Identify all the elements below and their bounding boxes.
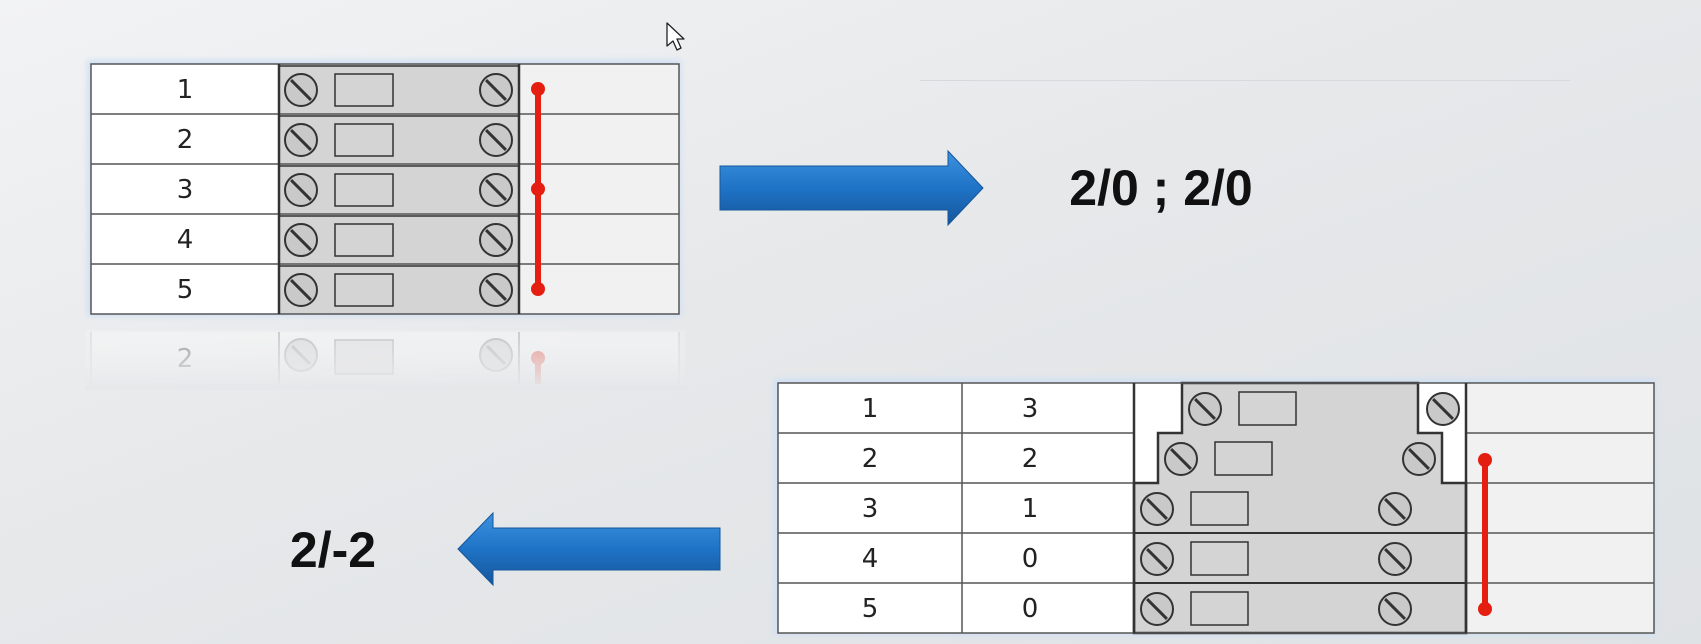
top-terminal-block [334, 273, 394, 307]
top-row-label: 4 [177, 225, 194, 255]
screw-left-icon-slot [1146, 498, 1168, 520]
bottom-bridge-node-5 [1478, 602, 1492, 616]
screw-right-icon [1402, 442, 1436, 476]
bottom-row-index: 4 [862, 544, 879, 574]
top-result-label: 2/0 ; 2/0 [1069, 160, 1252, 216]
bottom-row-offset: 3 [1022, 394, 1039, 424]
bottom-terminal-block [1214, 441, 1273, 476]
screw-right-icon-slot [1384, 548, 1406, 570]
screw-right-icon [1378, 592, 1412, 626]
top-bridge-node-5 [531, 282, 545, 296]
screw-right-icon [479, 173, 513, 207]
bottom-table-border [777, 382, 1655, 634]
reflection-fade [85, 330, 685, 390]
screw-right-icon-slot [485, 229, 507, 251]
top-bridge-node-3 [531, 182, 545, 196]
bottom-row-offset: 0 [1022, 594, 1039, 624]
top-terminal-table: 1 2 3 4 5 [87, 60, 681, 316]
screw-right-icon [479, 73, 513, 107]
screw-right-icon-slot [1408, 448, 1430, 470]
mouse-cursor-icon [666, 22, 685, 51]
screw-right-icon-slot [1384, 598, 1406, 620]
screw-right-icon-slot [485, 179, 507, 201]
top-row-label: 2 [177, 125, 194, 155]
screw-left-icon [1140, 542, 1174, 576]
screw-left-icon [1140, 592, 1174, 626]
top-bridge [531, 82, 545, 296]
screw-left-icon-slot [290, 279, 312, 301]
screw-right-icon [1378, 542, 1412, 576]
top-label-column [91, 64, 279, 314]
bottom-offset-column [962, 383, 1134, 633]
screw-right-icon-slot [1432, 398, 1454, 420]
bottom-row-index: 1 [862, 394, 879, 424]
screw-left-icon [1164, 442, 1198, 476]
screw-left-icon [284, 223, 318, 257]
top-row-label: 3 [177, 175, 194, 205]
bottom-terminal-table: 1 3 2 2 3 1 4 0 5 0 [774, 379, 1656, 635]
top-terminal-column [279, 64, 519, 314]
screw-right-icon-slot [485, 79, 507, 101]
bottom-bridge-column [1466, 383, 1654, 633]
bottom-terminal-block [1190, 591, 1249, 626]
top-table-border [90, 63, 680, 315]
screw-left-icon [1140, 492, 1174, 526]
screw-left-icon-slot [1170, 448, 1192, 470]
top-bridge-node-1 [531, 82, 545, 96]
arrow-left-icon [457, 511, 721, 587]
screw-right-icon-slot [485, 279, 507, 301]
top-terminal-block [334, 123, 394, 157]
screw-right-icon [479, 223, 513, 257]
top-terminal-block [334, 73, 394, 107]
bottom-row-index: 5 [862, 594, 879, 624]
screw-right-icon-slot [485, 129, 507, 151]
background-line [920, 80, 1570, 81]
bottom-bridge-node-2 [1478, 453, 1492, 467]
bottom-row-index: 2 [862, 444, 879, 474]
top-bridge-column [519, 64, 679, 314]
bottom-terminal-block [1190, 491, 1249, 526]
screw-right-icon [479, 273, 513, 307]
top-row-label: 1 [177, 75, 194, 105]
top-terminal-block [334, 173, 394, 207]
bottom-bridge [1478, 453, 1492, 616]
screw-right-icon [1378, 492, 1412, 526]
screw-left-icon [1188, 392, 1222, 426]
screw-right-icon [479, 123, 513, 157]
screw-left-icon-slot [290, 79, 312, 101]
screw-left-icon-slot [1194, 398, 1216, 420]
screw-left-icon [284, 173, 318, 207]
bottom-label-column [778, 383, 962, 633]
bottom-row-offset: 1 [1022, 494, 1039, 524]
screw-left-icon-slot [1146, 548, 1168, 570]
screw-right-icon [1426, 392, 1460, 426]
top-row-label: 5 [177, 275, 194, 305]
top-table-reflection: 2 [85, 330, 685, 390]
bottom-row-offset: 0 [1022, 544, 1039, 574]
screw-left-icon-slot [1146, 598, 1168, 620]
bottom-terminal-block [1190, 541, 1249, 576]
top-terminal-block [334, 223, 394, 257]
screw-left-icon [284, 123, 318, 157]
screw-left-icon-slot [290, 179, 312, 201]
screw-left-icon-slot [290, 229, 312, 251]
stepped-terminal-shape [1132, 381, 1468, 635]
screw-left-icon [284, 273, 318, 307]
arrow-right-icon [719, 149, 984, 227]
screw-left-icon-slot [290, 129, 312, 151]
screw-left-icon [284, 73, 318, 107]
bottom-row-offset: 2 [1022, 444, 1039, 474]
bottom-result-label: 2/-2 [290, 522, 376, 578]
screw-right-icon-slot [1384, 498, 1406, 520]
bottom-row-index: 3 [862, 494, 879, 524]
bottom-terminal-block [1238, 391, 1297, 426]
